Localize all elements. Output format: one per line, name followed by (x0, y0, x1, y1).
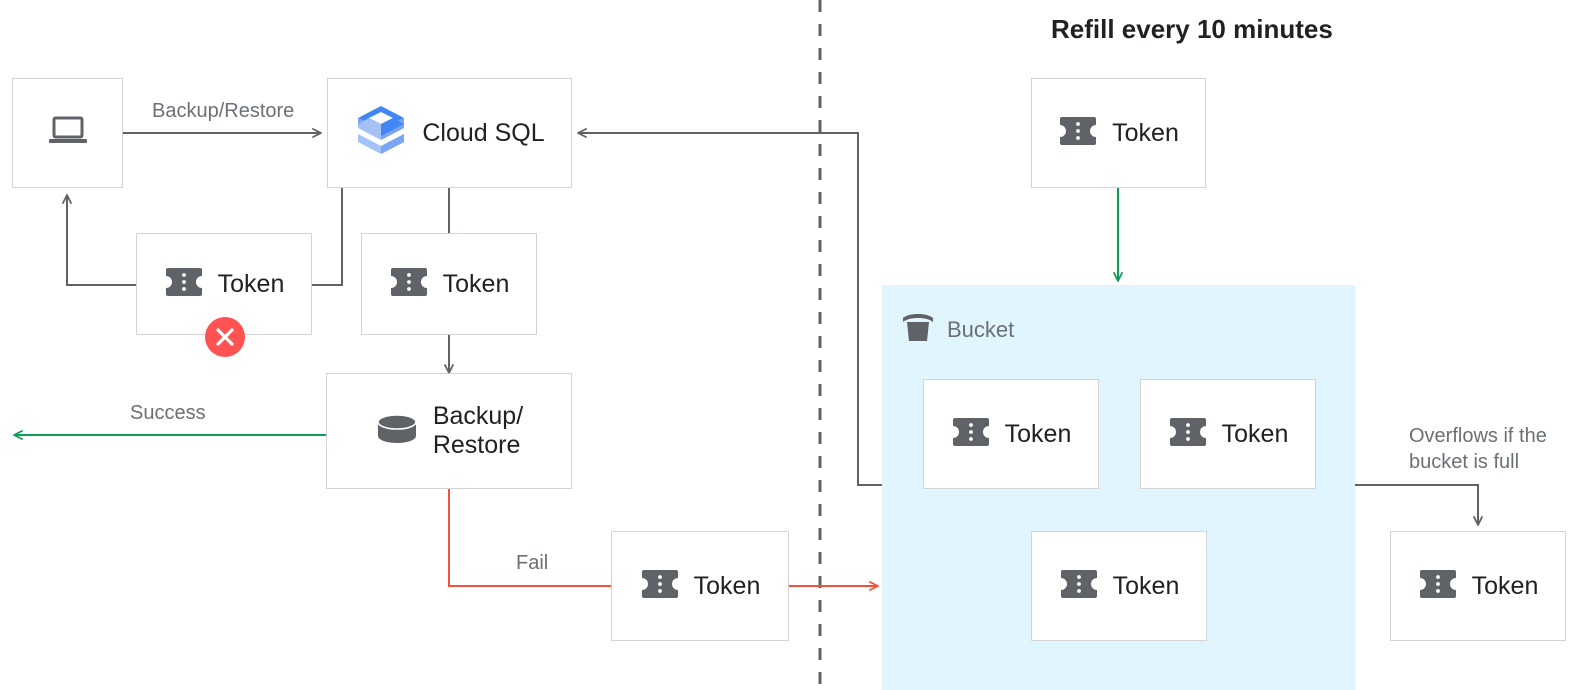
node-token-refill[interactable]: Token (1031, 78, 1206, 188)
token-icon (389, 266, 429, 303)
diagram-title: Refill every 10 minutes (1051, 14, 1333, 44)
node-bucket-token-1-label: Token (1004, 419, 1072, 448)
node-token-refill-label: Token (1112, 118, 1179, 147)
node-token-failed-label: Token (217, 269, 285, 298)
node-cloud-sql[interactable]: Cloud SQL (327, 78, 572, 188)
error-x-icon (205, 317, 245, 357)
edge-label-overflow: Overflows if the bucket is full (1409, 425, 1547, 473)
node-token-fail-return-label: Token (693, 571, 761, 600)
edge-cloudsql-to-token-failed (312, 188, 343, 286)
edge-label-fail: Fail (516, 552, 549, 574)
node-cloud-sql-label: Cloud SQL (422, 118, 545, 147)
node-backup-restore[interactable]: Backup/ Restore (326, 373, 572, 489)
database-icon (375, 412, 419, 451)
edge-label-success: Success (130, 402, 206, 424)
bucket-icon (901, 311, 935, 348)
token-icon (1418, 568, 1458, 605)
node-client[interactable] (12, 78, 123, 188)
bucket-label: Bucket (947, 316, 1015, 342)
token-icon (951, 416, 991, 453)
bucket-header: Bucket (901, 311, 1014, 348)
token-icon (1059, 568, 1099, 605)
node-token-overflow-label: Token (1471, 571, 1539, 600)
token-icon (1058, 115, 1098, 152)
node-bucket-token-3[interactable]: Token (1031, 531, 1207, 641)
node-bucket-token-2[interactable]: Token (1140, 379, 1316, 489)
edge-label-backup-restore: Backup/Restore (152, 100, 295, 122)
edge-bucket-to-cloudsql (577, 128, 882, 486)
edge-bucket-overflow (1355, 484, 1483, 526)
node-token-overflow[interactable]: Token (1390, 531, 1566, 641)
node-bucket-token-3-label: Token (1112, 571, 1180, 600)
node-token-consumed-label: Token (442, 269, 510, 298)
token-icon (640, 568, 680, 605)
token-icon (164, 266, 204, 303)
edge-token-failed-to-client (62, 194, 136, 286)
cloud-sql-icon (354, 102, 408, 165)
laptop-icon (48, 115, 88, 152)
node-bucket-token-2-label: Token (1221, 419, 1289, 448)
node-token-fail-return[interactable]: Token (611, 531, 789, 641)
node-token-consumed[interactable]: Token (361, 233, 537, 335)
node-bucket-token-1[interactable]: Token (923, 379, 1099, 489)
node-backup-restore-label: Backup/ Restore (432, 402, 524, 459)
token-icon (1168, 416, 1208, 453)
